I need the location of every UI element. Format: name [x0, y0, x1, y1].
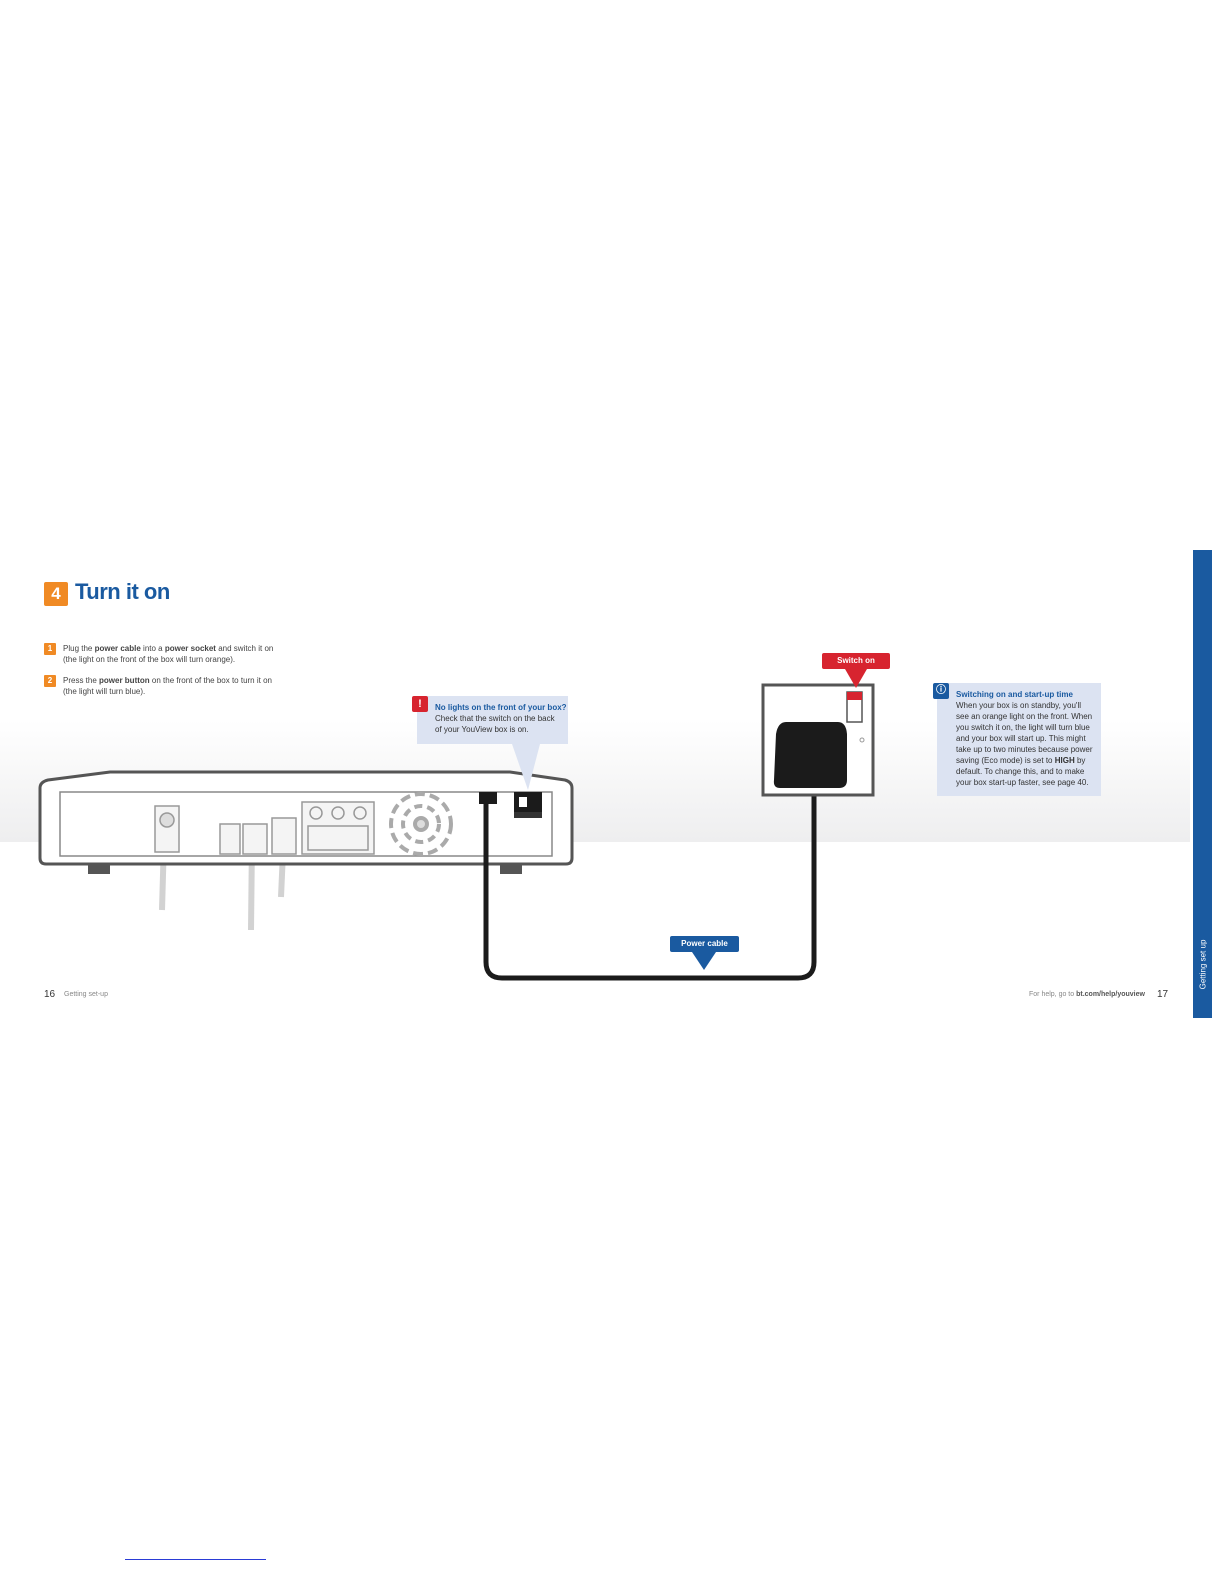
switch-on-label: Switch on: [822, 653, 890, 669]
left-page-number: 16: [44, 989, 56, 1000]
step-badge: 2: [44, 675, 56, 687]
sidebar-label: Getting set up: [1198, 939, 1208, 990]
warning-line-2: of your YouView box is on.: [435, 725, 529, 734]
sidebar-tab: [1193, 550, 1212, 1018]
section-number-badge: 4: [44, 582, 68, 606]
warning-line-1: Check that the switch on the back: [435, 714, 555, 723]
info-callout: ⓘ Switching on and start-up time When yo…: [933, 683, 1101, 796]
power-cable-label: Power cable: [670, 936, 739, 952]
right-page-number: 17: [1157, 989, 1169, 1000]
info-title: Switching on and start-up time: [956, 690, 1073, 699]
fan-vent: [389, 792, 453, 856]
box-power-switch: [514, 792, 542, 812]
left-footer-section: Getting set-up: [64, 991, 108, 998]
wall-socket: [761, 683, 875, 797]
page-title: Turn it on: [75, 579, 170, 604]
step-badge: 1: [44, 643, 56, 655]
right-footer-help: For help, go to bt.com/help/youview: [1029, 991, 1145, 998]
bottom-link-underline: [125, 1559, 266, 1560]
warning-callout: ! No lights on the front of your box? Ch…: [412, 696, 568, 744]
power-cable-line: [483, 788, 817, 981]
exclamation-icon: !: [412, 696, 428, 712]
warning-title: No lights on the front of your box?: [435, 703, 567, 712]
info-icon: ⓘ: [933, 683, 949, 699]
help-link[interactable]: bt.com/help/youview: [1076, 991, 1145, 998]
setup-illustration: [38, 669, 875, 981]
